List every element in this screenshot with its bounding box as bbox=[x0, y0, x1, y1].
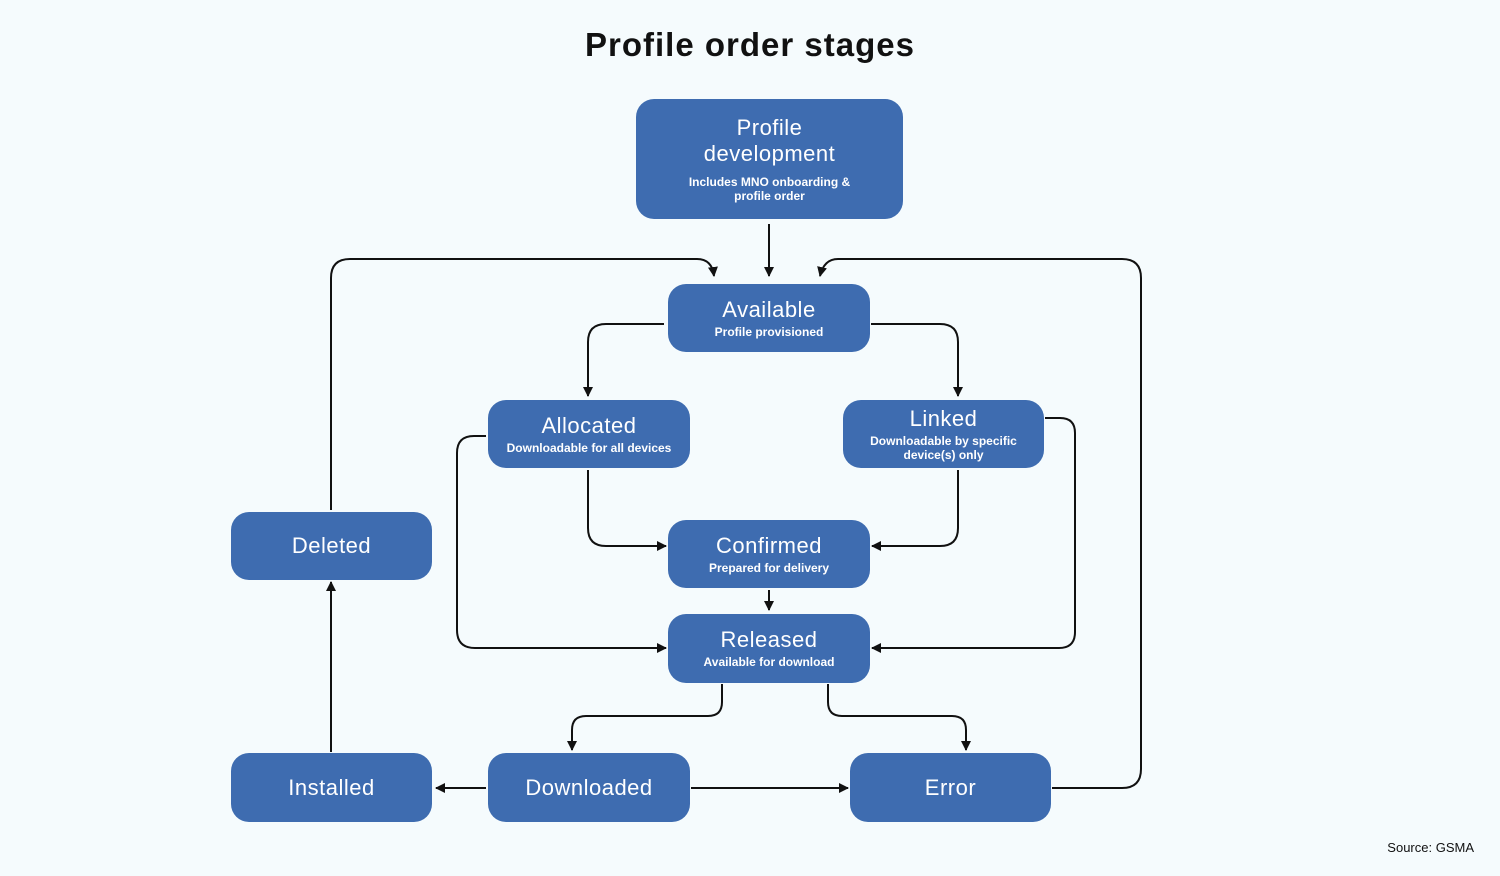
arrow-released-to-downloaded bbox=[567, 684, 723, 751]
arrow-available-to-linked bbox=[871, 323, 963, 397]
node-installed-label: Installed bbox=[288, 774, 375, 800]
node-released: Released Available for download bbox=[668, 614, 870, 683]
node-error: Error bbox=[850, 753, 1051, 822]
node-released-subtitle: Available for download bbox=[703, 655, 835, 670]
node-error-label: Error bbox=[924, 774, 977, 800]
node-allocated-subtitle: Downloadable for all devices bbox=[506, 440, 672, 455]
node-linked-subtitle: Downloadable by specific device(s) only bbox=[870, 433, 1017, 462]
arrow-error-to-available bbox=[817, 258, 1142, 789]
arrow-linked-to-confirmed bbox=[871, 470, 959, 551]
arrow-deleted-to-available bbox=[330, 258, 718, 510]
node-downloaded-label: Downloaded bbox=[525, 774, 653, 800]
arrow-linked-to-released bbox=[871, 417, 1076, 653]
node-available-subtitle: Profile provisioned bbox=[714, 324, 824, 339]
diagram-title: Profile order stages bbox=[585, 26, 915, 63]
source-credit: Source: GSMA bbox=[1387, 840, 1474, 855]
node-profile-development-subtitle: Includes MNO onboarding & profile order bbox=[688, 174, 851, 203]
node-profile-development: Profile development Includes MNO onboard… bbox=[636, 99, 903, 219]
arrow-allocated-to-confirmed bbox=[587, 470, 667, 551]
node-deleted-label: Deleted bbox=[291, 533, 372, 559]
node-allocated-label: Allocated bbox=[541, 412, 637, 438]
node-available: Available Profile provisioned bbox=[668, 284, 870, 352]
node-downloaded: Downloaded bbox=[488, 753, 690, 822]
node-confirmed-label: Confirmed bbox=[716, 532, 822, 558]
arrow-allocated-to-released bbox=[456, 435, 667, 653]
node-linked-label: Linked bbox=[909, 405, 978, 431]
node-released-label: Released bbox=[720, 627, 818, 653]
arrow-available-to-allocated bbox=[583, 323, 664, 397]
node-available-label: Available bbox=[722, 296, 816, 322]
arrow-released-to-error bbox=[827, 684, 971, 751]
node-deleted: Deleted bbox=[231, 512, 432, 580]
node-confirmed-subtitle: Prepared for delivery bbox=[708, 560, 830, 575]
node-linked: Linked Downloadable by specific device(s… bbox=[843, 400, 1044, 468]
node-allocated: Allocated Downloadable for all devices bbox=[488, 400, 690, 468]
node-profile-development-label: Profile development bbox=[703, 114, 836, 166]
node-confirmed: Confirmed Prepared for delivery bbox=[668, 520, 870, 588]
node-installed: Installed bbox=[231, 753, 432, 822]
